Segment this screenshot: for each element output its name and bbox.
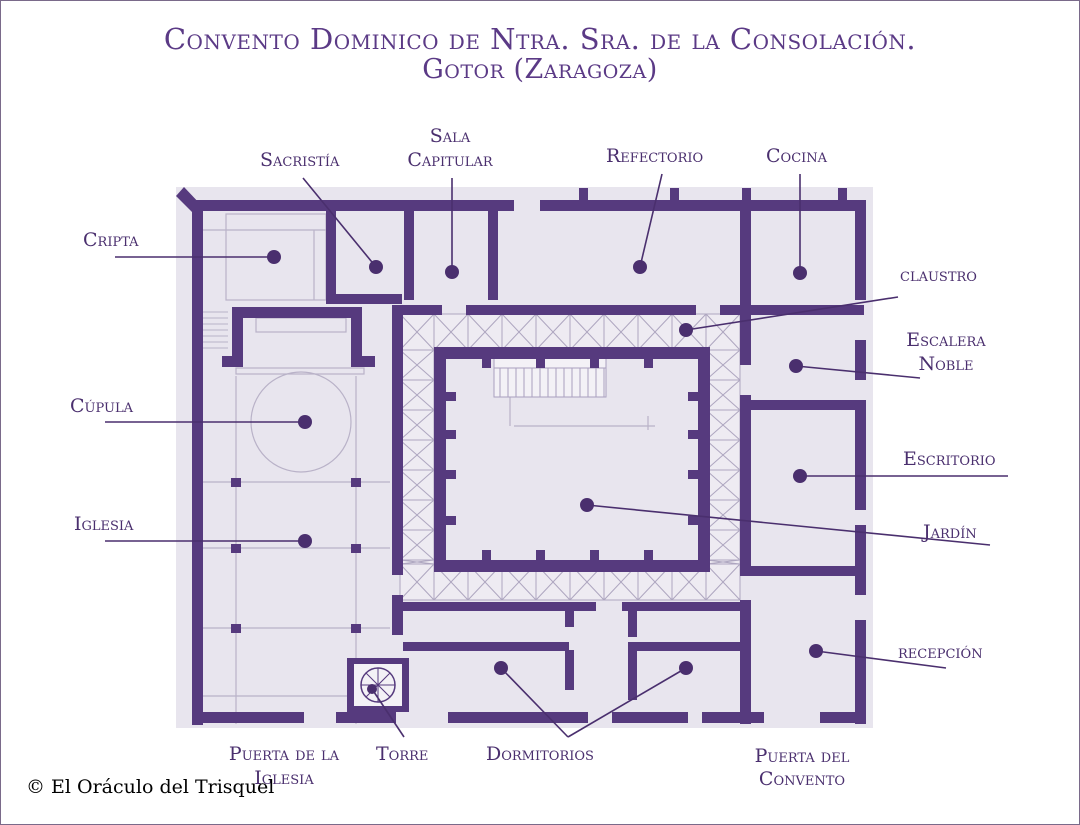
dot-jardin: [580, 498, 594, 512]
label-torre: Torre: [376, 743, 429, 765]
leader-torre: [371, 688, 405, 738]
dot-claustro: [679, 323, 693, 337]
label-refectorio: Refectorio: [606, 145, 704, 167]
tower: [347, 658, 409, 712]
arcade-hatch: [399, 313, 741, 601]
label-sacristia: Sacristía: [260, 149, 340, 171]
label-cupula: Cúpula: [70, 395, 133, 417]
title-line-2: Gotor (Zaragoza): [422, 54, 658, 85]
label-puerta-iglesia-1: Puerta de la: [228, 743, 340, 765]
leader-dormitorio-2: [567, 667, 687, 738]
leader-escalera: [795, 365, 921, 379]
dot-dormitorio-2: [679, 661, 693, 675]
leader-jardin: [586, 504, 991, 546]
plan-background: [176, 187, 873, 728]
label-puerta-convento-2: Convento: [758, 768, 846, 790]
stair-steps: [499, 368, 605, 397]
label-escalera-1: Escalera: [906, 329, 986, 351]
noble-stair: [493, 356, 607, 398]
label-recepcion: recepción: [898, 641, 983, 663]
dot-sacristia: [369, 260, 383, 274]
dot-refectorio: [633, 260, 647, 274]
label-escritorio: Escritorio: [903, 448, 996, 470]
dot-dormitorio-1: [494, 661, 508, 675]
leader-sacristia: [302, 177, 377, 268]
copyright-notice: © El Oráculo del Trisquel: [26, 776, 275, 798]
dot-cripta: [267, 250, 281, 264]
label-escalera-2: Noble: [918, 353, 974, 375]
dot-recepcion: [809, 644, 823, 658]
label-cripta: Cripta: [83, 229, 139, 251]
label-sala-capitular-1: Sala: [429, 125, 471, 147]
cloister-piers: [444, 357, 700, 561]
leader-claustro: [685, 296, 899, 331]
label-sala-capitular-2: Capitular: [407, 149, 493, 171]
leader-refectorio: [639, 173, 663, 268]
title-line-1: Convento Dominico de Ntra. Sra. de la Co…: [163, 22, 917, 56]
dot-cupula: [298, 415, 312, 429]
leader-dormitorio-1: [500, 667, 569, 738]
dot-cocina: [793, 266, 807, 280]
walls: [176, 187, 866, 725]
label-dormitorios: Dormitorios: [486, 743, 594, 765]
dot-sala-capitular: [445, 265, 459, 279]
label-cocina: Cocina: [766, 145, 828, 167]
label-puerta-convento-1: Puerta del: [754, 745, 850, 767]
dot-torre: [367, 684, 377, 694]
room-dots: [267, 250, 823, 694]
label-claustro: claustro: [900, 264, 977, 286]
dot-escalera: [789, 359, 803, 373]
church-piers: [231, 478, 361, 633]
dot-escritorio: [793, 469, 807, 483]
label-puerta-iglesia-2: Iglesia: [254, 767, 314, 789]
cripta-stairs: [200, 311, 228, 349]
leader-recepcion: [815, 650, 947, 669]
dot-iglesia: [298, 534, 312, 548]
label-jardin: Jardín: [923, 521, 977, 543]
label-iglesia: Iglesia: [74, 513, 134, 535]
leader-lines: [105, 173, 1008, 738]
